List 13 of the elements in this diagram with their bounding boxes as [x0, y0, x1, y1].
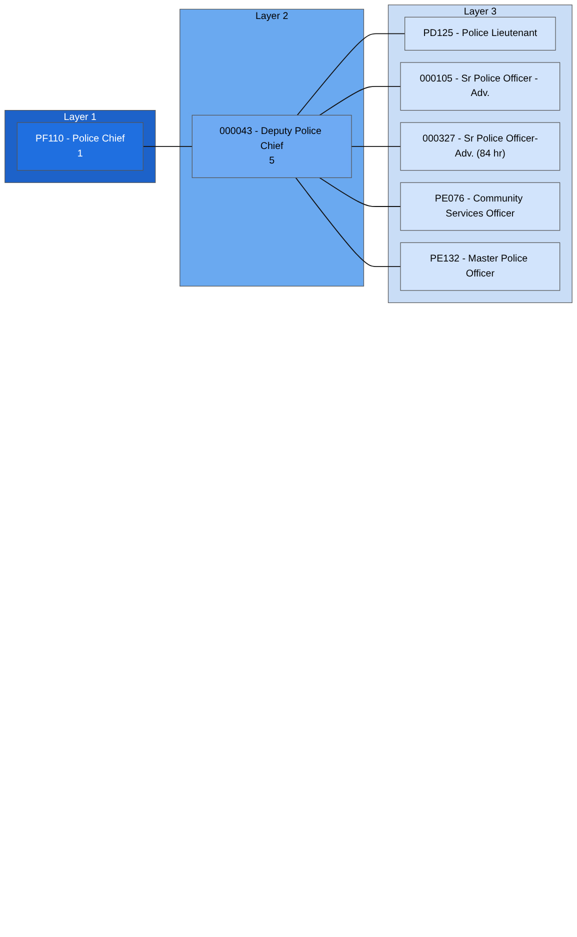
node-box: PD125 - Police Lieutenant [404, 16, 556, 51]
node-box: 000327 - Sr Police Officer-Adv. (84 hr) [400, 122, 560, 171]
node-box: PE132 - Master Police Officer [400, 242, 560, 291]
connector [142, 146, 193, 147]
connector [295, 177, 401, 268]
node-box: PE076 - Community Services Officer [400, 182, 560, 231]
connector [319, 86, 401, 116]
connector [319, 177, 401, 207]
node-box: 000043 - Deputy Police Chief 5 [192, 114, 352, 178]
connector [296, 33, 406, 116]
connector [351, 146, 401, 147]
node-box: PF110 - Police Chief 1 [16, 122, 144, 171]
node-box: 000105 - Sr Police Officer - Adv. [400, 62, 560, 111]
